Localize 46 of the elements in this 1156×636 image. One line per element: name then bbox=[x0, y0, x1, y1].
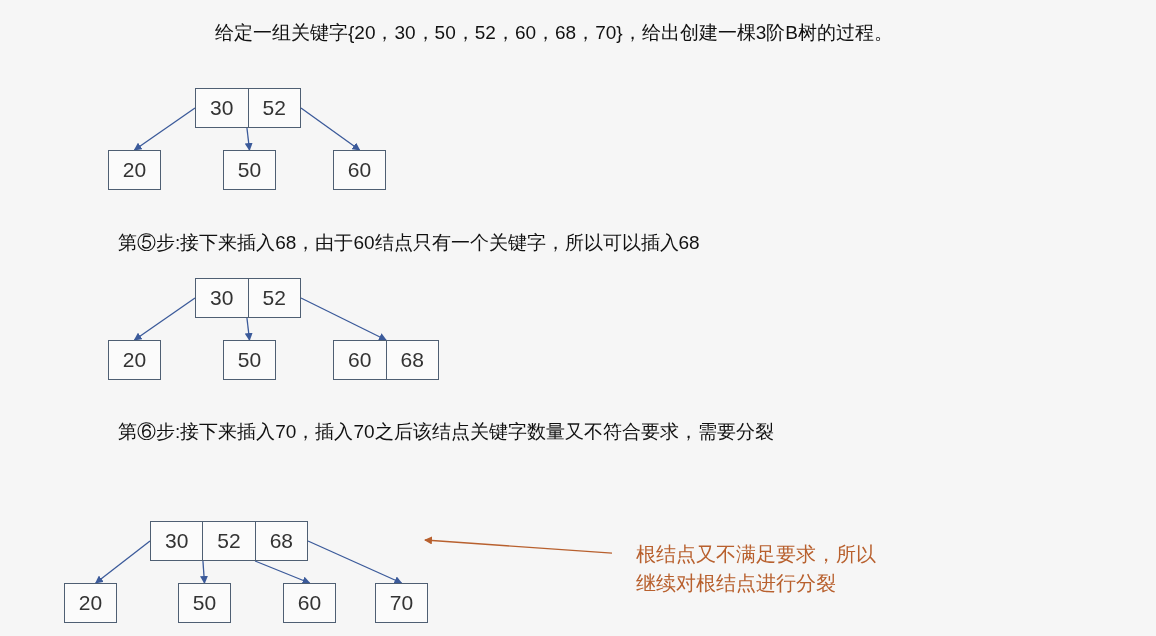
arrow bbox=[300, 297, 387, 341]
key-node bbox=[375, 583, 428, 623]
pointer-arrow bbox=[424, 536, 613, 554]
key-number: 68 bbox=[254, 522, 307, 560]
key-node bbox=[195, 88, 301, 128]
key-number: 52 bbox=[202, 522, 255, 560]
arrow bbox=[200, 560, 208, 584]
key-number: 68 bbox=[385, 341, 438, 379]
key-number: 60 bbox=[296, 590, 323, 616]
key-node bbox=[108, 340, 161, 380]
title-text: 给定一组关键字{20，30，50，52，60，68，70}，给出创建一棵3阶B树的过程。 bbox=[215, 21, 893, 45]
key-number: 70 bbox=[388, 590, 415, 616]
key-node bbox=[150, 521, 308, 561]
key-number: 60 bbox=[346, 157, 373, 183]
arrow bbox=[300, 107, 361, 151]
key-number: 20 bbox=[77, 590, 104, 616]
arrow bbox=[244, 317, 253, 341]
key-node bbox=[195, 278, 301, 318]
key-number: 50 bbox=[236, 347, 263, 373]
key-number: 20 bbox=[121, 157, 148, 183]
key-number: 50 bbox=[191, 590, 218, 616]
key-node bbox=[64, 583, 117, 623]
arrow bbox=[254, 560, 311, 585]
key-number: 30 bbox=[209, 95, 235, 121]
key-number: 52 bbox=[247, 89, 300, 127]
key-node bbox=[178, 583, 231, 623]
arrow bbox=[95, 540, 151, 584]
key-number: 60 bbox=[347, 347, 373, 373]
key-number: 20 bbox=[121, 347, 148, 373]
arrow bbox=[133, 297, 196, 341]
key-node bbox=[283, 583, 336, 623]
key-node bbox=[333, 340, 439, 380]
key-node bbox=[108, 150, 161, 190]
key-number: 52 bbox=[247, 279, 300, 317]
key-node bbox=[333, 150, 386, 190]
annotation-text: 根结点又不满足要求，所以继续对根结点进行分裂 bbox=[612, 540, 880, 600]
arrow bbox=[307, 540, 403, 584]
arrow bbox=[133, 107, 196, 151]
key-number: 30 bbox=[164, 528, 190, 554]
key-node bbox=[223, 340, 276, 380]
step-text: 第⑤步:接下来插入68，由于60结点只有一个关键字，所以可以插入68 bbox=[118, 231, 700, 255]
step-text: 第⑥步:接下来插入70，插入70之后该结点关键字数量又不符合要求，需要分裂 bbox=[118, 420, 774, 444]
key-number: 30 bbox=[209, 285, 235, 311]
arrow bbox=[244, 127, 253, 151]
key-node bbox=[223, 150, 276, 190]
key-number: 50 bbox=[236, 157, 263, 183]
